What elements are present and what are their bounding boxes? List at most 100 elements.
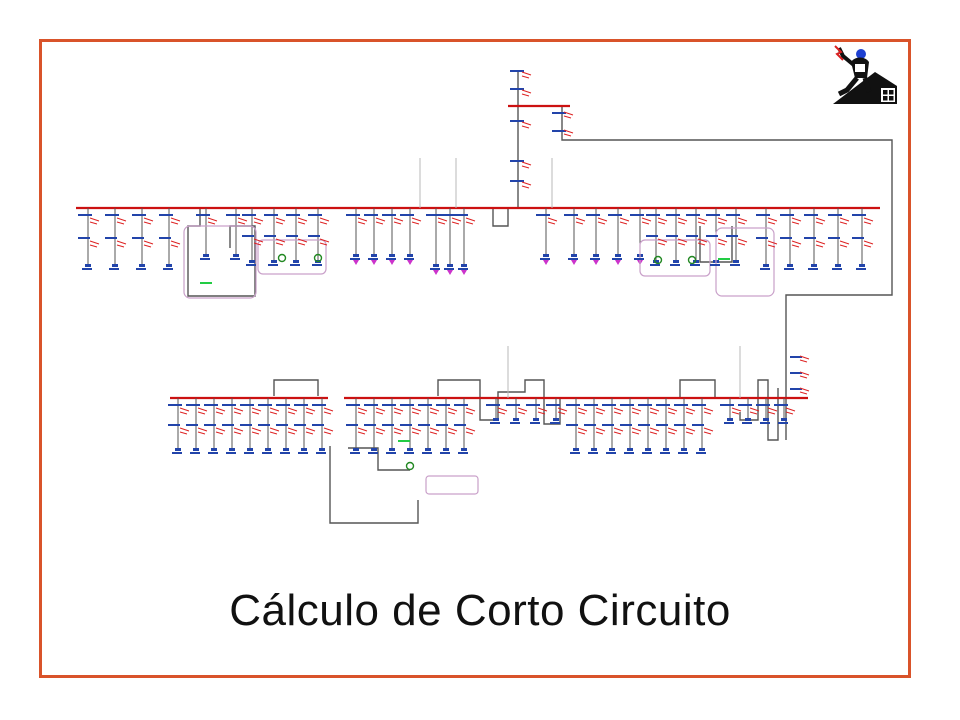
load-node (407, 448, 413, 451)
annotation-mark (275, 238, 286, 243)
node-label-mark (382, 214, 396, 216)
node-label-mark (246, 264, 256, 266)
annotation-mark (521, 93, 530, 97)
annotation-mark (657, 221, 666, 225)
load-node (645, 448, 651, 451)
node-label-mark (294, 404, 308, 406)
bus-bars (76, 104, 880, 400)
load-node (175, 448, 181, 451)
annotation-mark (677, 221, 686, 225)
annotation-mark (595, 407, 606, 412)
load-marker (615, 260, 621, 265)
load-marker (389, 260, 395, 265)
load-node (733, 260, 739, 263)
annotation-mark (767, 411, 776, 415)
annotation-mark (731, 411, 740, 415)
node-label-mark (584, 404, 598, 406)
transformer-node (277, 253, 287, 263)
annotation-mark (465, 427, 476, 432)
node-label-mark (656, 424, 668, 426)
node-label-mark (286, 214, 300, 216)
node-label-mark (172, 452, 182, 454)
node-label-mark (566, 424, 578, 426)
annotation-mark (685, 427, 696, 432)
node-label-mark (602, 424, 614, 426)
node-label-mark (536, 214, 550, 216)
annotation-mark (179, 407, 190, 412)
load-marker (543, 260, 549, 265)
node-label-mark (268, 264, 278, 266)
annotation-mark (631, 427, 642, 432)
annotation-mark (497, 411, 506, 415)
node-label-mark (674, 404, 688, 406)
annotation-mark (731, 407, 742, 412)
node-label-mark (804, 237, 816, 239)
annotation-mark (497, 407, 508, 412)
node-label-mark (105, 237, 117, 239)
annotation-mark (89, 244, 98, 248)
node-label-mark (418, 404, 432, 406)
node-label-mark (204, 404, 218, 406)
load-node (447, 264, 453, 267)
node-label-mark (264, 214, 278, 216)
node-label-mark (364, 214, 378, 216)
annotation-mark (791, 217, 802, 222)
node-label-mark (276, 424, 288, 426)
node-label-mark (686, 214, 700, 216)
node-label-mark (756, 404, 770, 406)
annotation-mark (815, 217, 826, 222)
transformer-node (653, 255, 663, 265)
load-node (573, 448, 579, 451)
load-node (247, 448, 253, 451)
annotation-mark (465, 217, 476, 222)
node-label-mark (436, 424, 448, 426)
node-label-mark (656, 404, 670, 406)
annotation-mark (767, 244, 776, 248)
annotation-mark (269, 407, 280, 412)
node-label-mark (646, 214, 660, 216)
connection-lines (187, 70, 893, 524)
node-label-mark (638, 424, 650, 426)
annotation-mark (799, 359, 808, 363)
node-label-mark (136, 268, 146, 270)
annotation-mark (207, 221, 216, 225)
load-node (781, 418, 787, 421)
node-label-mark (240, 424, 252, 426)
annotation-mark (197, 427, 208, 432)
node-label-mark (730, 264, 740, 266)
load-node (112, 264, 118, 267)
annotation-mark (799, 375, 808, 379)
node-label-mark (666, 235, 678, 237)
node-label-mark (674, 424, 686, 426)
node-label-mark (400, 404, 414, 406)
annotation-mark (657, 238, 668, 243)
load-node (493, 418, 499, 421)
node-label-mark (186, 404, 200, 406)
node-label-mark (312, 404, 326, 406)
node-label-mark (132, 237, 144, 239)
annotation-mark (116, 240, 127, 245)
node-label-mark (686, 235, 698, 237)
annotation-mark (89, 240, 100, 245)
annotation-mark (799, 391, 808, 395)
node-label-mark (109, 268, 119, 270)
node-label-mark (650, 264, 660, 266)
node-label-mark (258, 404, 272, 406)
annotation-mark (170, 240, 181, 245)
node-label-mark (418, 424, 430, 426)
load-node (203, 254, 209, 257)
annotation-mark (411, 431, 420, 435)
annotation-mark (251, 427, 262, 432)
annotation-mark (791, 221, 800, 225)
annotation-mark (233, 431, 242, 435)
annotation-mark (517, 407, 528, 412)
node-label-mark (510, 120, 524, 122)
node-label-mark (294, 424, 306, 426)
annotation-mark (619, 221, 628, 225)
annotation-mark (521, 121, 532, 126)
node-label-mark (620, 424, 632, 426)
node-label-mark (486, 404, 500, 406)
annotation-mark (323, 431, 332, 435)
node-label-mark (350, 258, 360, 260)
annotation-mark (595, 431, 604, 435)
